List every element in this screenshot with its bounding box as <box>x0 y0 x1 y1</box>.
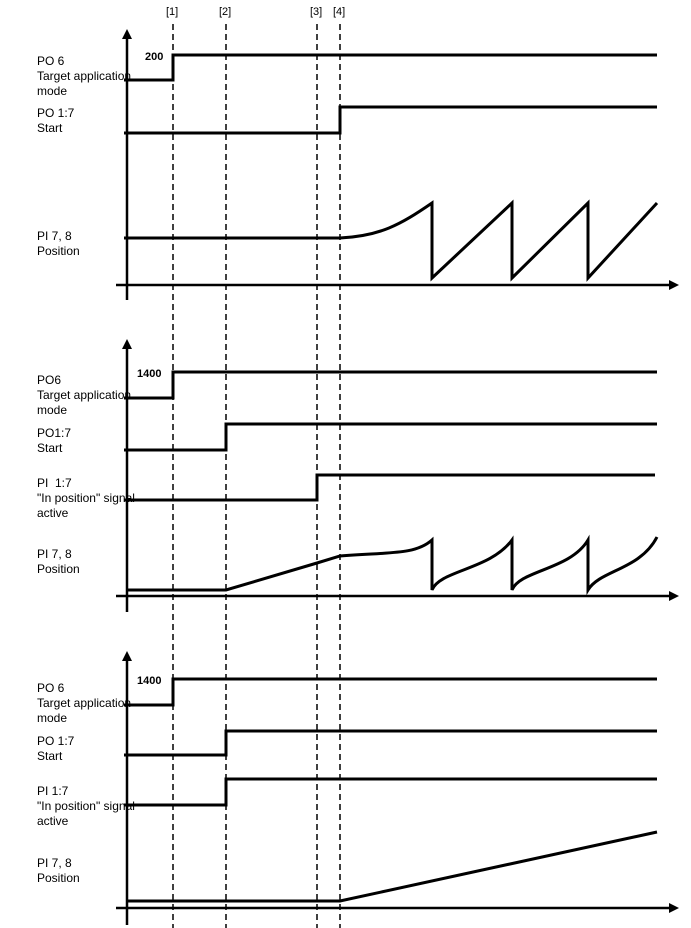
label-line: PI 1:7 <box>37 476 72 490</box>
signal-label-po6: PO 6 Target application mode <box>37 54 131 99</box>
signal-label-position: PI 7, 8 Position <box>37 856 80 886</box>
signal-po1-7-start <box>124 422 657 452</box>
label-line: Position <box>37 871 80 885</box>
signal-position <box>128 534 659 596</box>
panel-3 <box>116 651 679 925</box>
marker-label-2: [2] <box>219 6 232 18</box>
label-line: PO1:7 <box>37 426 72 440</box>
label-line: mode <box>37 84 68 98</box>
signal-label-in-position: PI 1:7 "In position" signal active <box>37 476 135 521</box>
signal-label-po6: PO 6 Target application mode <box>37 681 131 726</box>
label-line: PO6 <box>37 373 62 387</box>
label-line: active <box>37 506 69 520</box>
value-label: 200 <box>145 51 164 63</box>
label-line: active <box>37 814 69 828</box>
signal-label-po6: PO6 Target application mode <box>37 373 131 418</box>
label-line: Start <box>37 749 63 763</box>
signal-label-start: PO 1:7 Start <box>37 106 74 136</box>
panel-1 <box>116 29 679 300</box>
signal-position <box>124 199 659 282</box>
marker-label-4: [4] <box>333 6 346 18</box>
signal-po1-7-start <box>124 105 657 135</box>
signal-in-position <box>124 473 655 502</box>
marker-label-3: [3] <box>310 6 323 18</box>
label-line: Position <box>37 562 80 576</box>
label-line: Position <box>37 244 80 258</box>
label-line: "In position" signal <box>37 799 135 813</box>
signal-po6 <box>124 53 657 82</box>
signal-position <box>128 830 658 903</box>
label-line: PO 6 <box>37 681 65 695</box>
label-line: PO 1:7 <box>37 106 75 120</box>
label-line: "In position" signal <box>37 491 135 505</box>
marker-label-1: [1] <box>166 6 179 18</box>
signal-po6 <box>124 677 657 707</box>
signal-po6 <box>124 370 657 400</box>
signal-in-position <box>124 777 657 807</box>
value-label: 1400 <box>137 675 162 687</box>
signal-po1-7-start <box>124 729 657 757</box>
signal-label-start: PO1:7 Start <box>37 426 71 456</box>
panel-2 <box>116 339 679 612</box>
label-line: Target application <box>37 69 132 83</box>
signal-label-start: PO 1:7 Start <box>37 734 74 764</box>
label-line: PI 1:7 <box>37 784 69 798</box>
signal-label-in-position: PI 1:7 "In position" signal active <box>37 784 135 829</box>
signal-label-position: PI 7, 8 Position <box>37 547 80 577</box>
label-line: Start <box>37 441 63 455</box>
label-line: PI 7, 8 <box>37 229 72 243</box>
label-line: Start <box>37 121 63 135</box>
signal-label-position: PI 7, 8 Position <box>37 229 80 259</box>
value-label: 1400 <box>137 368 162 380</box>
label-line: PO 6 <box>37 54 65 68</box>
label-line: PI 7, 8 <box>37 547 72 561</box>
label-line: PI 7, 8 <box>37 856 72 870</box>
label-line: Target application <box>37 388 132 402</box>
label-line: PO 1:7 <box>37 734 75 748</box>
label-line: mode <box>37 711 68 725</box>
label-line: Target application <box>37 696 132 710</box>
label-line: mode <box>37 403 68 417</box>
